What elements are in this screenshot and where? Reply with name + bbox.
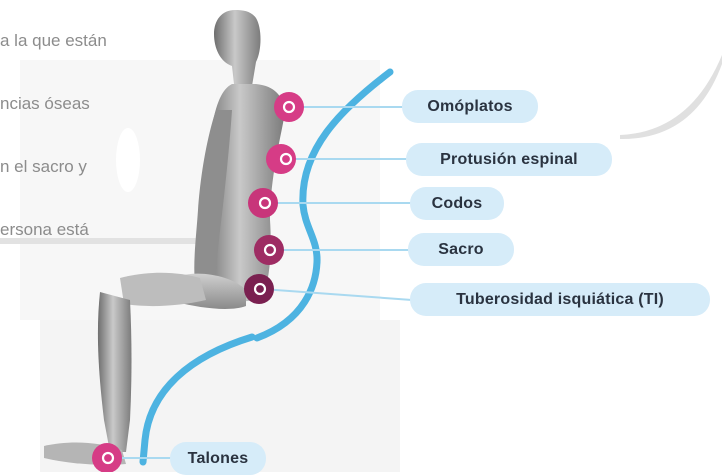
intro-line: ersona está — [0, 219, 170, 240]
intro-line: a la que están — [0, 30, 170, 51]
intro-paragraph: a la que están ncias óseas n el sacro y … — [0, 0, 170, 282]
pressure-marker-codos — [248, 188, 278, 218]
pressure-marker-tuberosidad — [244, 274, 274, 304]
pressure-marker-protusion — [266, 144, 296, 174]
intro-line: n el sacro y — [0, 156, 170, 177]
pressure-marker-sacro — [254, 235, 284, 265]
label-tuberosidad-isquiatica: Tuberosidad isquiática (TI) — [410, 283, 710, 316]
label-protusion-espinal: Protusión espinal — [406, 143, 612, 176]
intro-line: ncias óseas — [0, 93, 170, 114]
label-codos: Codos — [410, 187, 504, 220]
label-talones: Talones — [170, 442, 266, 475]
pressure-marker-talones — [92, 443, 122, 472]
label-sacro: Sacro — [408, 233, 514, 266]
pressure-marker-omoplatos — [274, 92, 304, 122]
label-omoplatos: Omóplatos — [402, 90, 538, 123]
